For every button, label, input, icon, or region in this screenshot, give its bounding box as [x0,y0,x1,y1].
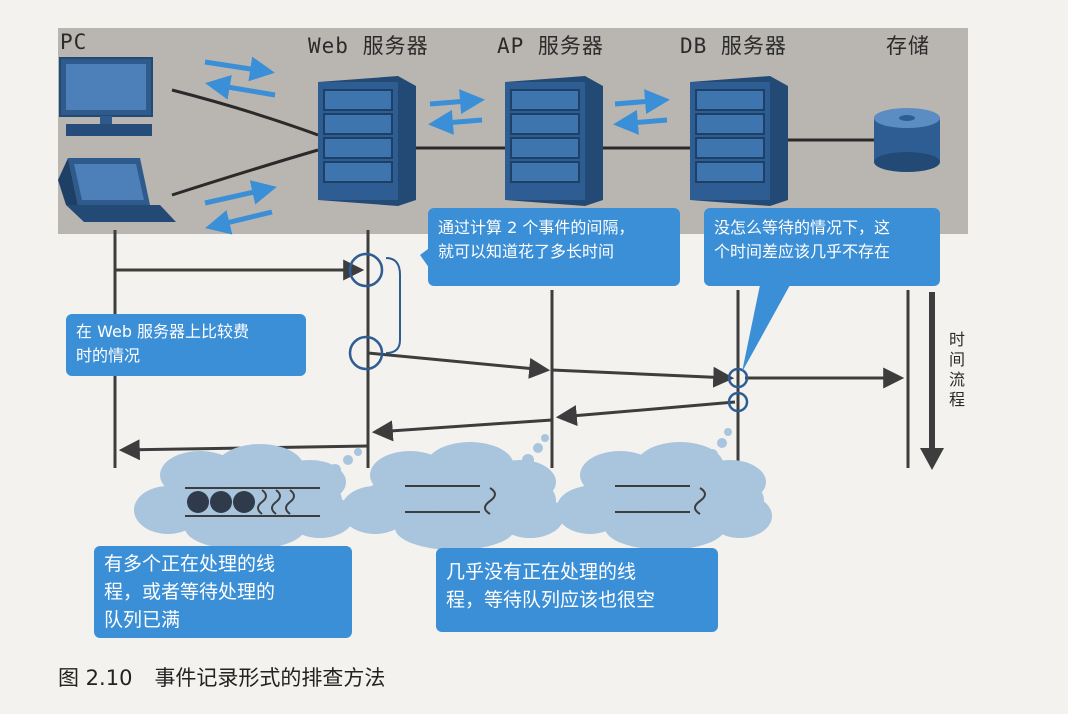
desktop-pc-icon [59,57,153,136]
callout-interval-line-1: 通过计算 2 个事件的间隔， [438,218,635,237]
arrow-ap-to-web [371,418,553,442]
idle-threads-icon-db [615,485,706,515]
message-arrows [115,259,905,461]
network-cables [171,88,875,197]
time-flow-arrow [920,292,944,470]
db-server-label: DB 服务器 [680,34,787,58]
callout-queue-full-line-2: 程，或者等待处理的 [104,581,276,603]
web-server-label: Web 服务器 [308,34,429,58]
callout-no-wait-line-1: 没怎么等待的情况下，这 [714,218,891,237]
figure-title: 事件记录形式的排查方法 [154,666,386,690]
event-circle-web-in [348,252,384,288]
arrow-ap-to-db [551,366,735,388]
callout-web-slow: 在 Web 服务器上比较费 时的情况 [66,314,306,376]
ap-server-icon [505,76,603,206]
time-flow-char-3: 流 [948,370,965,389]
time-flow-char-2: 间 [948,350,965,369]
time-flow-label: 时 间 流 程 [946,330,968,410]
callout-web-slow-line-2: 时的情况 [76,346,141,365]
ap-server-label: AP 服务器 [497,34,604,58]
arrow-db-to-ap [555,400,736,427]
busy-threads-icon [185,487,320,517]
laptop-icon [58,158,176,222]
request-arrows-top [204,56,276,100]
event-markers [348,252,749,413]
request-arrows-bottom [204,180,277,235]
callout-interval: 通过计算 2 个事件的间隔， 就可以知道花了多长时间 [428,208,680,286]
db-server-icon [690,76,788,206]
time-flow-char-4: 程 [948,390,965,409]
figure-number: 图 2.10 [58,666,133,690]
arrow-web-to-ap [367,351,551,379]
storage-disk-icon [874,108,940,172]
figure-caption: 图 2.10 事件记录形式的排查方法 [58,662,385,692]
event-circle-db-out [727,391,749,413]
event-circle-db-in [727,367,749,389]
callout-queue-empty-line-2: 程，等待队列应该也很空 [446,589,656,611]
callout-no-wait: 没怎么等待的情况下，这 个时间差应该几乎不存在 [704,208,940,286]
event-circle-web-out [348,335,384,371]
cloud-db-idle [556,442,772,550]
time-flow-char-1: 时 [948,330,965,349]
cloud-ap-idle [341,442,564,550]
callout-queue-empty-line-1: 几乎没有正在处理的线 [446,561,637,583]
pc-label: PC [60,30,88,54]
storage-label: 存储 [886,34,930,58]
web-server-icon [318,76,416,206]
interval-bracket [385,257,401,354]
idle-threads-icon-ap [405,485,496,515]
request-arrows-ap-db [613,89,670,135]
callout-queue-empty: 几乎没有正在处理的线 程，等待队列应该也很空 [436,548,718,632]
callout-no-wait-line-2: 个时间差应该几乎不存在 [714,242,891,261]
callout-queue-full: 有多个正在处理的线 程，或者等待处理的 队列已满 [94,546,352,638]
callout-pointer-no-wait [742,285,790,372]
callout-interval-line-2: 就可以知道花了多长时间 [438,242,615,261]
callout-queue-full-line-1: 有多个正在处理的线 [104,553,276,575]
request-arrows-web-ap [428,89,485,135]
callout-web-slow-line-1: 在 Web 服务器上比较费 [76,322,250,341]
callout-queue-full-line-3: 队列已满 [104,609,181,631]
